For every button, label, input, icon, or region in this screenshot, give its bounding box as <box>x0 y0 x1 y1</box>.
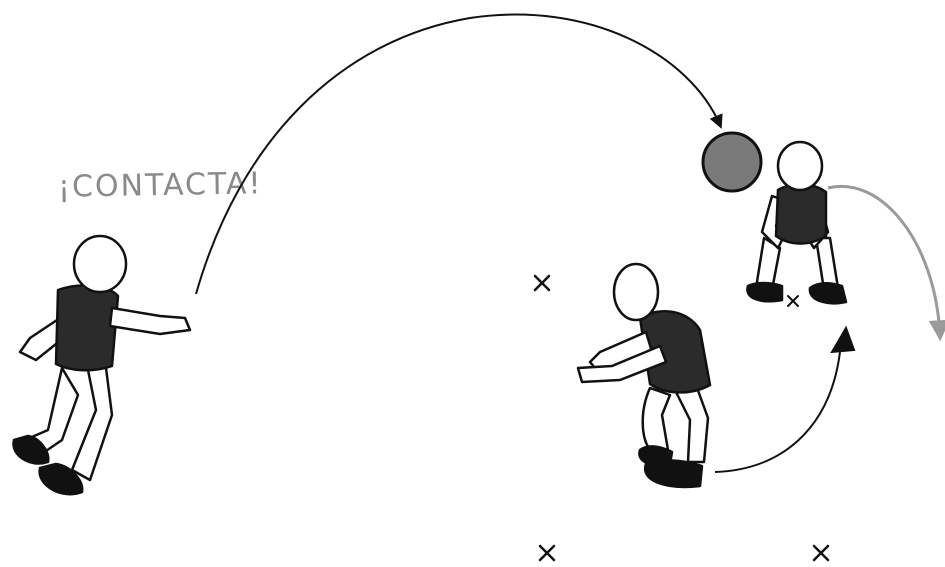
ball-icon <box>703 133 761 191</box>
thrower-figure <box>13 236 190 494</box>
x-marker-3 <box>814 546 828 560</box>
receiver-figure <box>578 264 710 487</box>
movement-arrowhead <box>832 328 854 352</box>
pass-arrow <box>196 15 720 294</box>
x-marker-4 <box>788 296 798 306</box>
grey-arrow <box>828 186 940 335</box>
x-marker-2 <box>540 546 554 560</box>
movement-arrow <box>715 352 840 472</box>
x-marker-1 <box>535 276 549 290</box>
